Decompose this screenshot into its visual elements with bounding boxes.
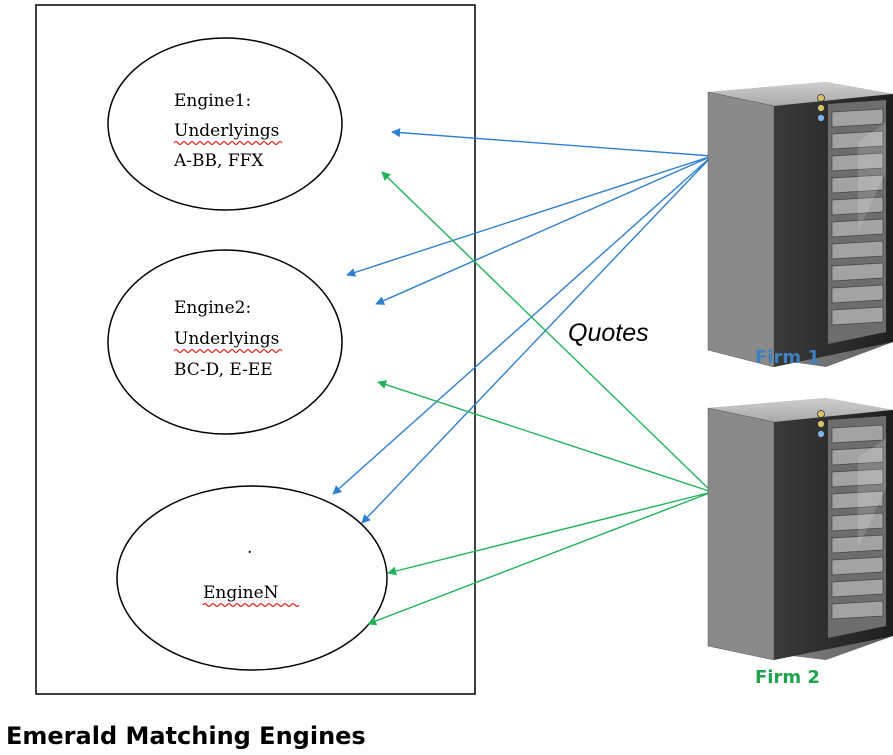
engine2-subtitle: Underlyings [174, 329, 279, 349]
engine1-title: Engine1: [174, 91, 251, 111]
spellcheck-underline [173, 140, 283, 146]
firm1-label: Firm 1 [755, 347, 820, 368]
spellcheck-underline [173, 348, 283, 354]
spellcheck-underline [202, 602, 300, 608]
firm1-quote-arrows [332, 128, 713, 524]
engine1-node [107, 37, 343, 211]
firm2-label: Firm 2 [755, 667, 820, 688]
engineN-title: EngineN [203, 583, 279, 603]
diagram-caption: Emerald Matching Engines [6, 722, 366, 750]
server-icon [707, 398, 893, 661]
arrow-firm1-to-engine1 [391, 128, 713, 157]
engine2-title: Engine2: [174, 298, 251, 318]
quotes-label: Quotes [568, 319, 649, 347]
engineN-node [116, 485, 388, 671]
engine2-range: BC-D, E-EE [174, 360, 273, 380]
arrow-firm2-to-engineN-b [367, 491, 713, 626]
engine1-range: A-BB, FFX [173, 151, 264, 171]
arrow-firm2-to-engine1 [381, 171, 713, 493]
arrow-firm1-to-engineN-a [332, 155, 713, 495]
arrow-firm1-to-engine2-a [346, 155, 713, 277]
server-icon [707, 82, 893, 368]
engineN-ellipsis: . [247, 538, 252, 558]
arrow-firm2-to-engine2 [377, 380, 713, 493]
engines-container [35, 4, 476, 695]
arrow-firm1-to-engine2-b [375, 155, 713, 305]
firm2-quote-arrows [367, 171, 713, 626]
engine2-node [107, 249, 343, 435]
arrow-firm1-to-engineN-b [361, 155, 713, 524]
arrow-firm2-to-engineN-a [387, 491, 713, 576]
engine1-subtitle: Underlyings [174, 121, 279, 141]
